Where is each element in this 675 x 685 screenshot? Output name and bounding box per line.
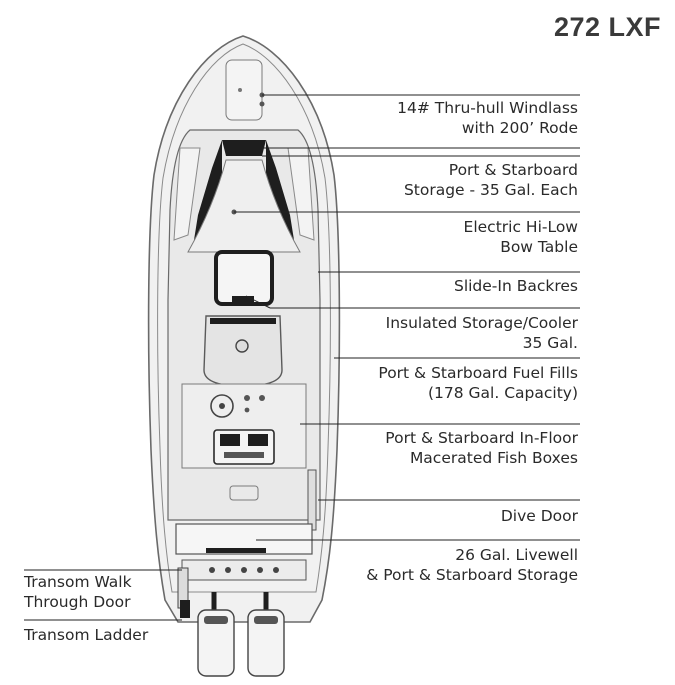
dive-door [307,469,317,531]
callout-transom-ladder: Transom Ladder [24,626,149,644]
gunwale-line [157,43,331,593]
outboard-starboard [247,609,285,677]
cockpit-hatch [229,485,259,501]
callout-livewell: 26 Gal. Livewell& Port & Starboard Stora… [366,546,578,584]
bow-seat-port [194,140,222,248]
transom-ladder [180,600,190,618]
outboard-port [197,609,235,677]
callout-dive-door: Dive Door [500,507,578,525]
model-title: 272 LXF [553,12,661,42]
bow-table [187,159,301,253]
steering-wheel [210,394,234,418]
console-seat [214,250,274,306]
callout-fuel-fills: Port & Starboard Fuel Fills(178 Gal. Cap… [378,364,578,402]
callout-backrest: Slide-In Backres [453,277,578,295]
bow-seat-starboard [266,140,294,248]
anchor-locker [225,59,263,121]
